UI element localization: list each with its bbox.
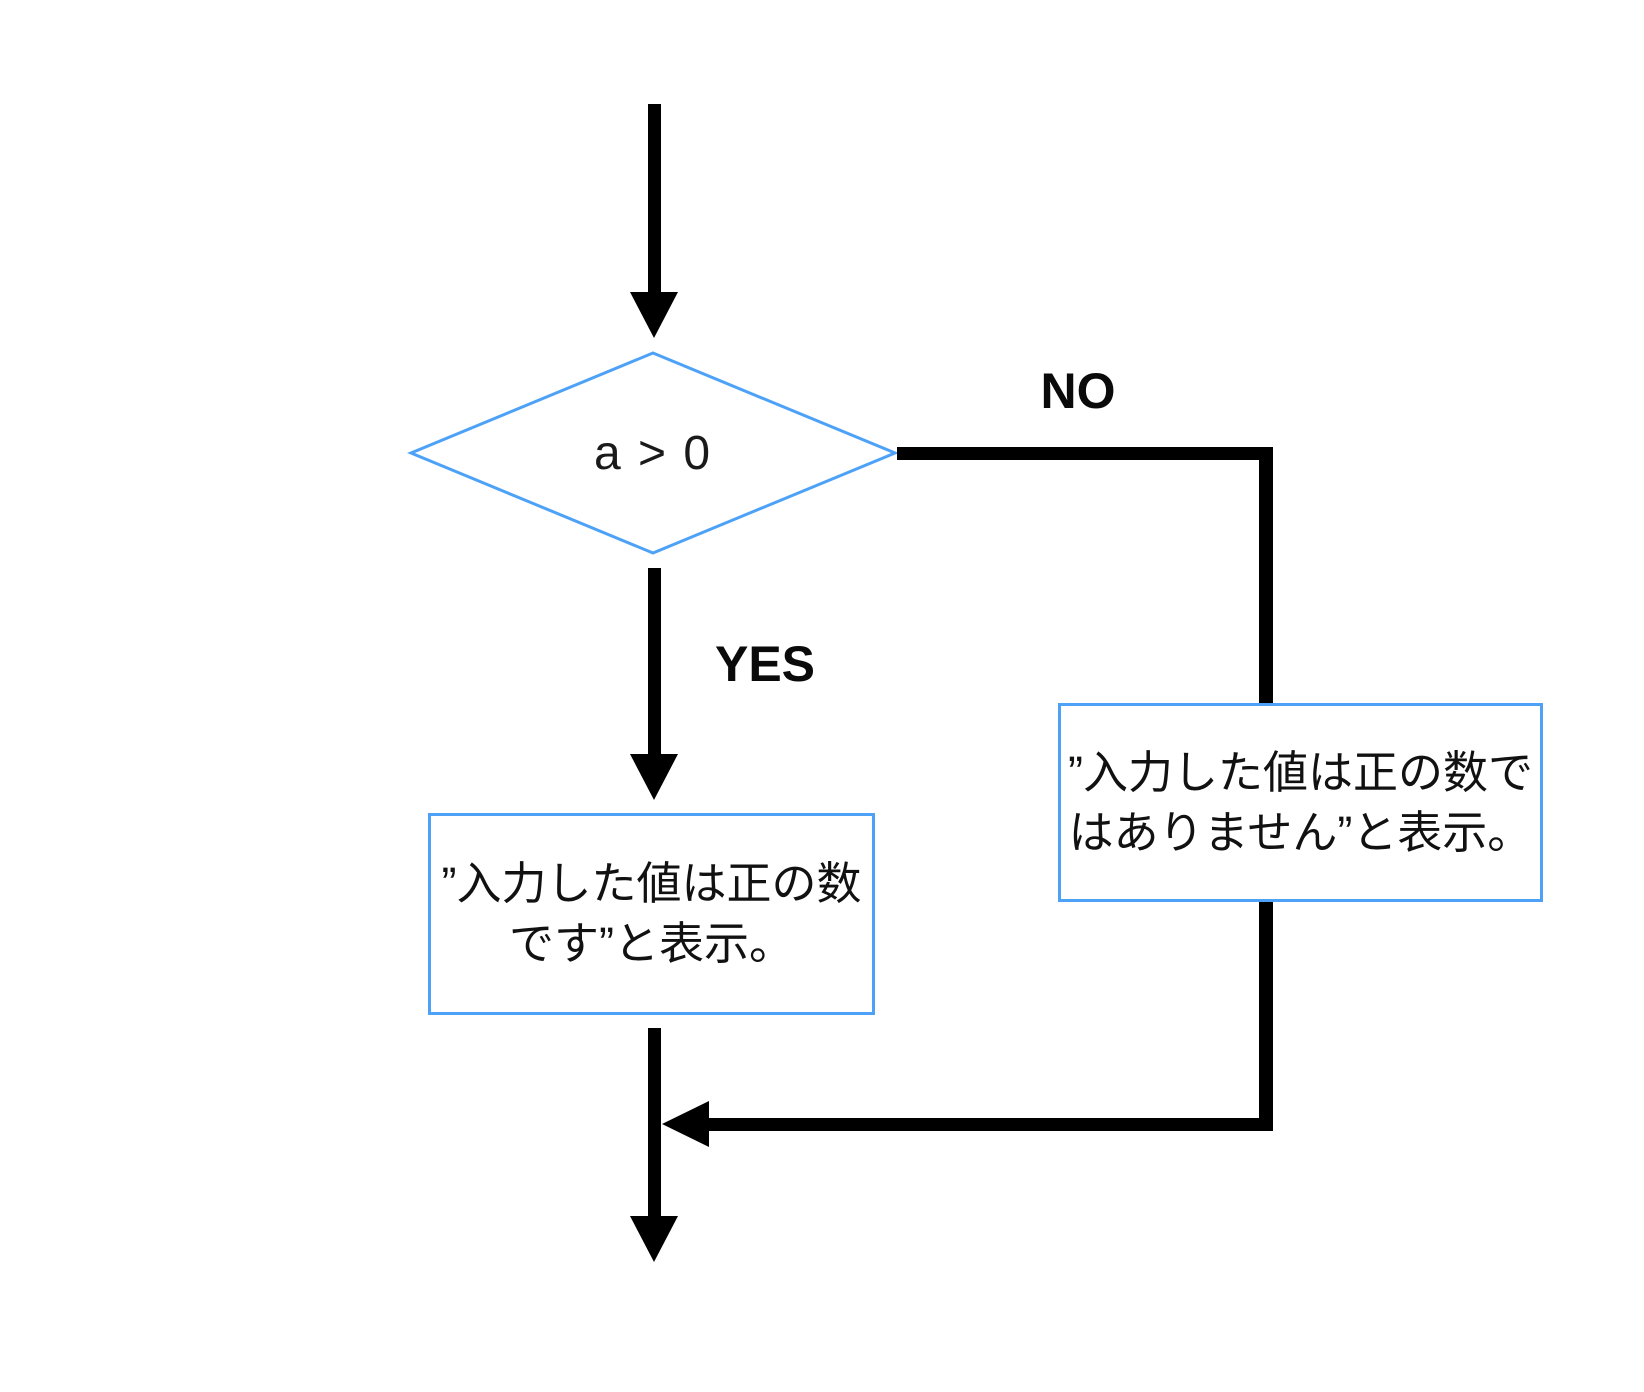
- process-box-no: ”入力した値は正の数で はありません”と表示。: [1058, 703, 1543, 902]
- merge-line-horizontal: [706, 1118, 1273, 1131]
- decision-label: a > 0: [593, 426, 713, 480]
- exit-arrowhead-icon: [630, 1216, 678, 1262]
- process-yes-text-line1: ”入力した値は正の数: [441, 858, 862, 909]
- yes-branch-label: YES: [714, 636, 816, 692]
- no-branch-line-vertical-upper: [1259, 447, 1273, 703]
- no-branch-line-vertical-lower: [1259, 902, 1273, 1131]
- process-no-text-line2: はありません”と表示。: [1068, 806, 1533, 858]
- decision-diamond: [407, 351, 899, 555]
- entry-arrow-shaft: [648, 104, 661, 292]
- process-no-text-line1: ”入力した値は正の数で: [1068, 746, 1533, 798]
- process-box-yes: ”入力した値は正の数 です”と表示。: [428, 813, 875, 1015]
- process-yes-text-line2: です”と表示。: [509, 918, 794, 969]
- no-branch-line-horizontal: [897, 447, 1273, 460]
- yes-arrowhead-icon: [630, 754, 678, 800]
- entry-arrowhead-icon: [630, 292, 678, 338]
- exit-arrow-shaft: [648, 1028, 661, 1216]
- yes-arrow-shaft: [648, 568, 661, 754]
- merge-arrowhead-icon: [662, 1101, 709, 1147]
- no-branch-label: NO: [1040, 363, 1116, 419]
